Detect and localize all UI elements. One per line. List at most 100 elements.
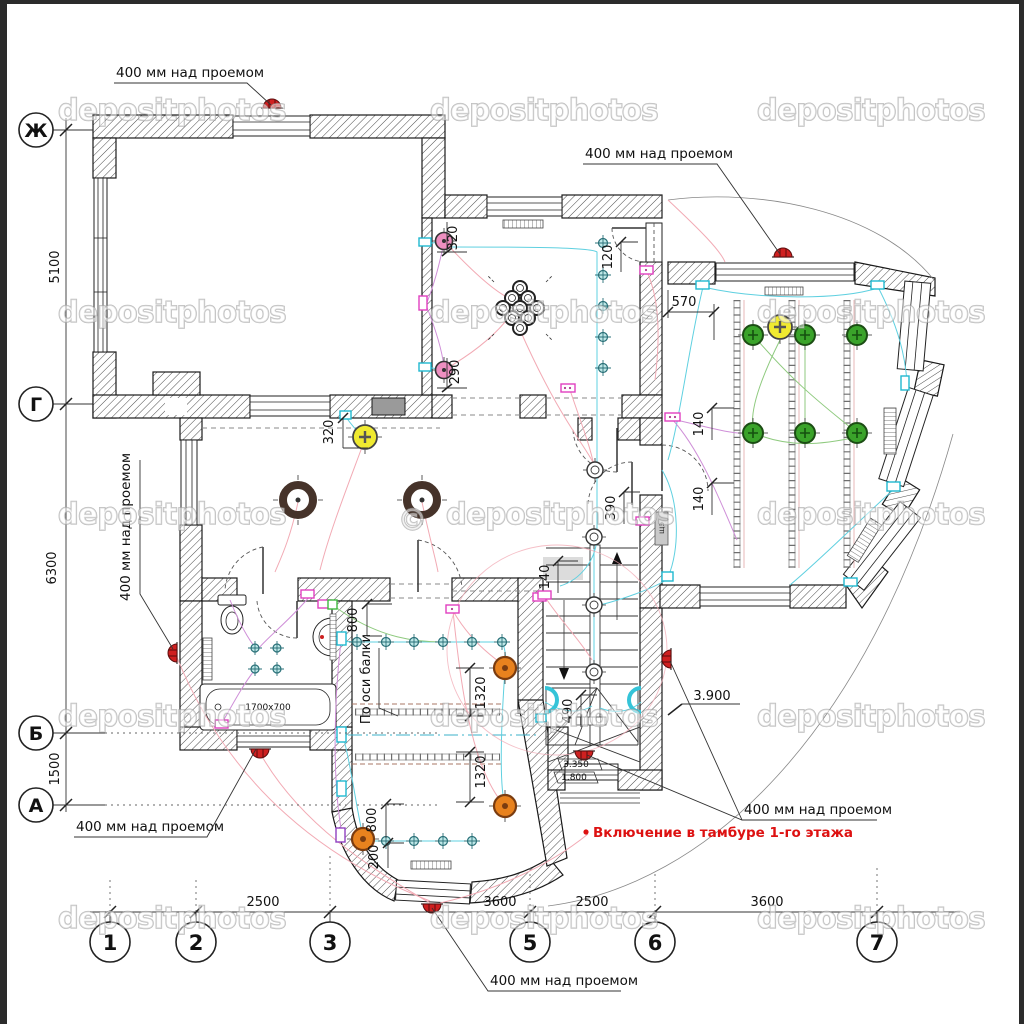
lights <box>248 228 872 855</box>
svg-text:2: 2 <box>189 931 204 955</box>
yellow-lights <box>348 310 797 454</box>
svg-text:depositphotos: depositphotos <box>58 497 286 531</box>
svg-text:6: 6 <box>648 931 663 955</box>
beams <box>348 300 855 765</box>
svg-text:1500: 1500 <box>48 752 63 785</box>
svg-text:490: 490 <box>561 699 576 724</box>
svg-text:Б: Б <box>29 723 43 745</box>
svg-text:depositphotos: depositphotos <box>757 497 985 531</box>
window-topleft-bottom <box>249 395 331 417</box>
window-rightroom-top <box>715 262 855 282</box>
svg-text:320: 320 <box>446 226 461 251</box>
doors <box>224 227 709 639</box>
svg-text:depositphotos: depositphotos <box>757 901 985 935</box>
beam-axis-note: По оси балки <box>359 634 399 724</box>
door-chandelier-corridor <box>611 227 647 263</box>
bottomroom-row1 <box>349 634 510 650</box>
window-topleft-top <box>232 115 311 137</box>
door-corridor-2 <box>587 461 633 506</box>
bathroom-lights <box>248 641 284 676</box>
level-marks: 3.900 3.350 1.800 <box>553 689 740 784</box>
svg-text:3600: 3600 <box>750 895 783 910</box>
exterior-curves <box>547 196 954 907</box>
svg-text:3: 3 <box>323 931 338 955</box>
svg-text:Включение в тамбуре 1-го этажа: Включение в тамбуре 1-го этажа <box>593 825 853 841</box>
svg-text:depositphotos: depositphotos <box>757 93 985 127</box>
small-lights <box>248 235 611 849</box>
wires-pink <box>175 199 726 904</box>
svg-text:800: 800 <box>346 608 361 633</box>
note-top-left: 400 мм над проемом <box>114 65 272 106</box>
svg-text:depositphotos: depositphotos <box>757 699 985 733</box>
door-rightroom <box>661 444 709 492</box>
pink-spot-lights <box>431 228 457 383</box>
chandelier <box>486 274 554 342</box>
green-lights <box>738 320 872 448</box>
window-bay-1 <box>896 280 932 372</box>
svg-text:2500: 2500 <box>246 895 279 910</box>
svg-text:570: 570 <box>672 295 697 310</box>
svg-text:Г: Г <box>30 394 42 416</box>
svg-text:800: 800 <box>365 808 380 833</box>
beam-vertical-1 <box>733 300 745 568</box>
svg-text:400 мм над проемом: 400 мм над проемом <box>490 973 638 989</box>
svg-text:1320: 1320 <box>474 755 489 788</box>
wires-cyan <box>340 240 908 842</box>
orange-lights <box>347 652 521 855</box>
axis-a: А <box>18 787 440 823</box>
svg-text:depositphotos: depositphotos <box>430 901 658 935</box>
red-note: Включение в тамбуре 1-го этажа <box>583 825 853 841</box>
window-rightroom-bottom <box>699 586 791 607</box>
svg-text:depositphotos: depositphotos <box>430 93 658 127</box>
svg-text:1.800: 1.800 <box>561 773 587 783</box>
opening-annotations: 400 мм над проемом 400 мм над проемом 40… <box>74 65 892 992</box>
note-bottom-right: 400 мм над проемом <box>586 660 892 821</box>
svg-text:400 мм над проемом: 400 мм над проемом <box>118 453 134 601</box>
panel-label: щэ <box>657 522 666 534</box>
bathtub-size-label: 1700x700 <box>245 703 291 713</box>
opening-detectors <box>167 98 794 914</box>
svg-text:1: 1 <box>103 931 118 955</box>
svg-text:7: 7 <box>870 931 885 955</box>
door-hall-2 <box>417 539 463 592</box>
glass-door-corridor <box>645 222 663 263</box>
axis-g: Г <box>18 386 93 422</box>
axis-2: 2 <box>175 876 217 963</box>
axis-zh: Ж <box>18 112 93 148</box>
axis-3: 3 <box>309 855 351 963</box>
svg-text:depositphotos: depositphotos <box>757 295 985 329</box>
beam-horizontal-1 <box>355 708 500 716</box>
axis-5: 5 <box>509 868 551 963</box>
toilet <box>217 594 247 635</box>
note-bottom-left: 400 мм над проемом <box>74 748 257 838</box>
window-hall-left <box>180 439 198 526</box>
svg-text:400 мм над проемом: 400 мм над проемом <box>585 146 733 162</box>
wall-lights <box>544 686 642 714</box>
window-chandelier-top <box>486 196 563 217</box>
svg-text:А: А <box>29 795 44 817</box>
svg-text:3600: 3600 <box>483 895 516 910</box>
svg-text:320: 320 <box>322 420 337 445</box>
sink <box>312 613 337 661</box>
window-bay-2 <box>878 386 934 488</box>
column-lights <box>595 235 611 376</box>
detector <box>772 247 794 258</box>
svg-text:140: 140 <box>692 412 707 437</box>
svg-text:6300: 6300 <box>45 551 60 584</box>
detector <box>661 648 672 670</box>
stair-arrow-up <box>612 552 622 620</box>
door-hall-1 <box>224 546 264 594</box>
stair-lights <box>582 458 607 684</box>
stair-arrow-down <box>559 600 569 680</box>
note-top-right: 400 мм над проемом <box>583 146 781 255</box>
window-bathroom <box>236 729 311 748</box>
svg-text:140: 140 <box>538 565 553 590</box>
svg-text:400 мм над проемом: 400 мм над проемом <box>744 802 892 818</box>
note-bottom-center: 400 мм над проемом <box>431 907 638 992</box>
svg-text:5: 5 <box>523 931 538 955</box>
electrical-panel: щэ <box>654 511 669 546</box>
svg-text:depositphotos: depositphotos <box>430 295 658 329</box>
detector <box>249 748 271 759</box>
